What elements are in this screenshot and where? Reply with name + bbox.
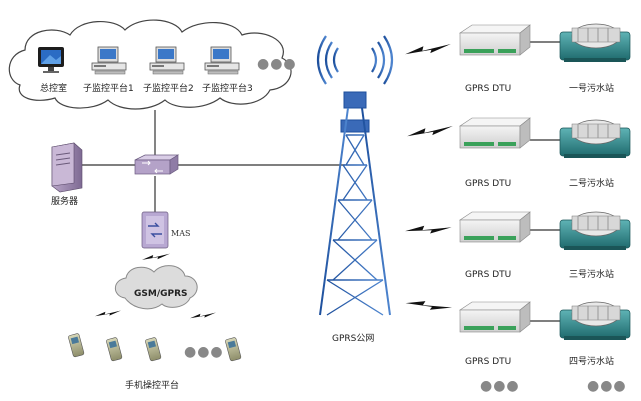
dtu-3-label: GPRS DTU: [465, 270, 511, 280]
mobile-phone-3-icon: [145, 337, 162, 362]
dtu-3-icon: [459, 211, 531, 243]
station-4-icon: [559, 301, 631, 340]
station-3-icon: [559, 211, 631, 250]
sub-platform-1-icon: [91, 46, 127, 75]
dtu-devices: [459, 24, 531, 333]
mobile-phone-1-icon: [68, 333, 85, 358]
mobile-platform-label: 手机操控平台: [125, 379, 179, 391]
sub-platform-1-label: 子监控平台1: [83, 82, 134, 94]
station-2-icon: [559, 119, 631, 158]
dtu-1-icon: [459, 24, 531, 56]
gsm-label: GSM/GPRS: [134, 289, 188, 299]
dtu-2-icon: [459, 117, 531, 149]
wired-links: [82, 41, 560, 322]
wireless-bolt-station-4: [405, 293, 453, 318]
dtu-more: ●●●: [480, 378, 520, 394]
mobile-more: ●●●: [184, 344, 224, 360]
control-room-monitor: [38, 47, 64, 73]
dtu-4-label: GPRS DTU: [465, 357, 511, 367]
control-room-label: 总控室: [40, 82, 67, 94]
switch-icon: [134, 154, 180, 175]
station-1-icon: [559, 23, 631, 62]
station-2-label: 二号污水站: [569, 177, 614, 189]
wireless-bolt-station-3: [405, 220, 452, 238]
station-1-label: 一号污水站: [569, 82, 614, 94]
sub-platform-3-icon: [204, 46, 240, 75]
wireless-bolt-station-2: [407, 126, 453, 137]
gsm-cloud: [114, 265, 198, 310]
wireless-bolt-station-1: [405, 44, 451, 55]
control-room-more: ●●●: [257, 56, 297, 72]
server-label: 服务器: [51, 195, 78, 207]
wireless-bolt-right: [190, 312, 216, 319]
dtu-4-icon: [459, 301, 531, 333]
wireless-bolt-left: [95, 310, 121, 317]
sewage-stations: [559, 23, 631, 340]
wireless-bolt-mas: [142, 253, 170, 260]
tower-label: GPRS公网: [332, 333, 374, 344]
mas-label: MAS: [171, 229, 190, 238]
station-more: ●●●: [587, 378, 627, 394]
sub-platform-computers: [91, 46, 240, 75]
server-icon: [51, 142, 83, 193]
station-3-label: 三号污水站: [569, 268, 614, 280]
mobile-phone-4-icon: [225, 337, 242, 362]
sub-platform-2-icon: [149, 46, 185, 75]
station-4-label: 四号污水站: [569, 355, 614, 367]
sub-platform-2-label: 子监控平台2: [143, 82, 194, 94]
dtu-2-label: GPRS DTU: [465, 179, 511, 189]
gprs-tower-icon: [316, 35, 394, 316]
mas-gateway-icon: [141, 211, 169, 249]
dtu-1-label: GPRS DTU: [465, 84, 511, 94]
sub-platform-3-label: 子监控平台3: [202, 82, 253, 94]
mobile-phones: [68, 333, 242, 362]
mobile-phone-2-icon: [106, 337, 123, 362]
